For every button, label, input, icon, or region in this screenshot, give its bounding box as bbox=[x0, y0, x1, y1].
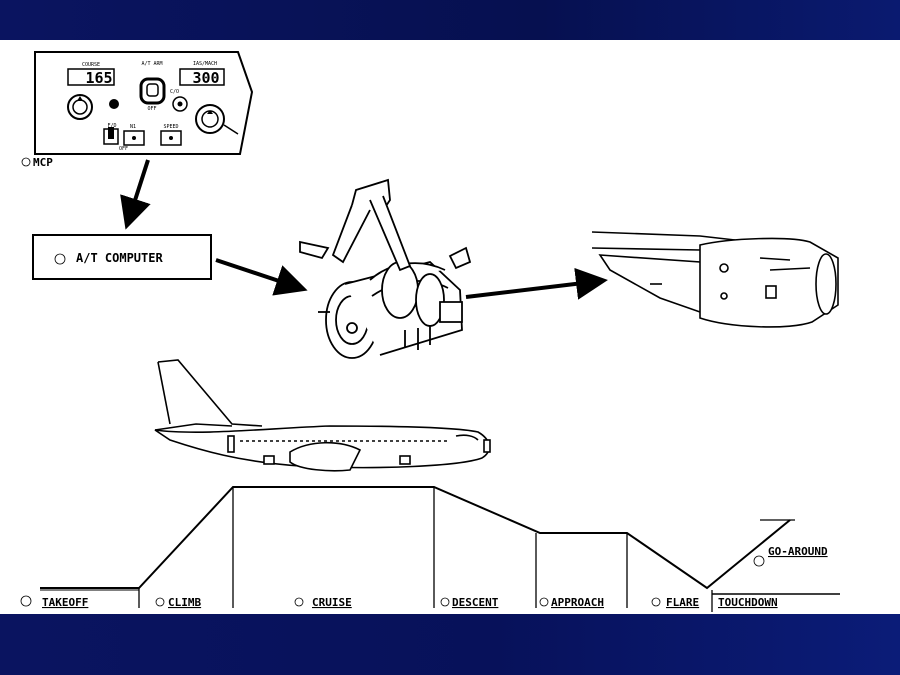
engine-icon bbox=[591, 231, 839, 328]
autothrottle-servo-icon bbox=[299, 178, 472, 359]
mcp-label: MCP bbox=[33, 156, 53, 169]
fd-off-label: OFF bbox=[119, 146, 128, 152]
speed-knob-icon[interactable] bbox=[195, 104, 239, 135]
flight-profile-path bbox=[40, 486, 791, 590]
iasmach-value: 300 bbox=[192, 69, 219, 87]
callout-1-icon bbox=[21, 157, 31, 167]
airplane-icon bbox=[154, 359, 491, 472]
course-window bbox=[67, 68, 115, 86]
at-computer-label: A/T COMPUTER bbox=[76, 251, 163, 265]
phase-callouts bbox=[20, 555, 765, 607]
phase-label-climb: CLIMB bbox=[168, 596, 201, 609]
n1-label: N1 bbox=[130, 124, 136, 130]
at-arm-off-label: OFF bbox=[147, 106, 156, 112]
course-value: 165 bbox=[85, 69, 112, 87]
iasmach-label: IAS/MACH bbox=[193, 61, 217, 67]
phase-label-goaround: GO-AROUND bbox=[768, 545, 828, 558]
phase-label-descent: DESCENT bbox=[452, 596, 499, 609]
speed-label: SPEED bbox=[163, 124, 178, 130]
bottom-band bbox=[0, 614, 900, 675]
arrow-servo-to-engine bbox=[465, 267, 608, 300]
at-arm-switch[interactable] bbox=[139, 77, 166, 105]
speed-button[interactable] bbox=[160, 130, 182, 146]
n1-button[interactable] bbox=[123, 130, 145, 146]
at-computer-box bbox=[32, 234, 212, 280]
course-knob-icon bbox=[67, 94, 93, 120]
phase-label-touchdown: TOUCHDOWN bbox=[718, 596, 778, 609]
phase-dividers bbox=[138, 487, 713, 612]
arrow-mcp-to-computer bbox=[120, 159, 151, 230]
iasmach-window bbox=[179, 68, 225, 86]
arrow-computer-to-servo bbox=[215, 258, 308, 296]
fd-label: F/D bbox=[107, 123, 116, 129]
changeover-button[interactable] bbox=[172, 96, 188, 112]
fd-switch[interactable] bbox=[103, 127, 119, 145]
at-arm-label: A/T ARM bbox=[141, 61, 162, 67]
callout-2-icon bbox=[54, 253, 66, 265]
course-label: COURSE bbox=[82, 62, 100, 68]
phase-label-cruise: CRUISE bbox=[312, 596, 352, 609]
mcp-panel: COURSE 165 A/T ARM OFF IAS/MACH 300 C/ bbox=[34, 51, 254, 155]
top-title-band bbox=[0, 0, 900, 40]
phase-label-approach: APPROACH bbox=[551, 596, 604, 609]
phase-label-flare: FLARE bbox=[666, 596, 699, 609]
phase-label-takeoff: TAKEOFF bbox=[42, 596, 88, 609]
co-label: C/O bbox=[170, 89, 179, 95]
indicator-lamp-icon bbox=[109, 99, 119, 109]
